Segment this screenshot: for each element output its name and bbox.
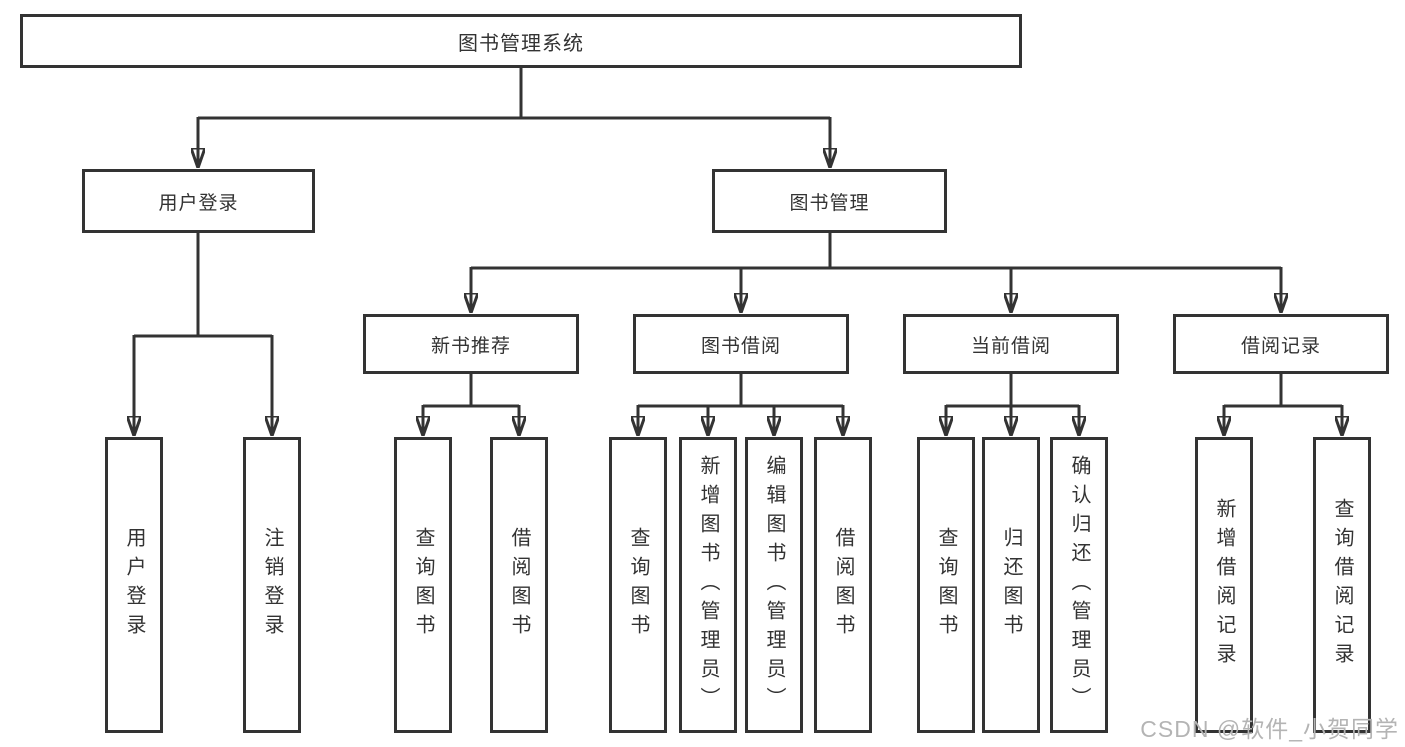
- node-leaf-current-return: 归还图书: [982, 437, 1040, 733]
- node-leaf-newbooks-query: 查询图书: [394, 437, 452, 733]
- node-user-login: 用户登录: [82, 169, 315, 233]
- node-leaf-user-login: 用户登录: [105, 437, 163, 733]
- node-leaf-current-confirm-admin: 确认归还（管理员）: [1050, 437, 1108, 733]
- node-book-borrow: 图书借阅: [633, 314, 849, 374]
- node-leaf-current-query: 查询图书: [917, 437, 975, 733]
- node-borrow-records: 借阅记录: [1173, 314, 1389, 374]
- node-leaf-borrow-borrow: 借阅图书: [814, 437, 872, 733]
- node-leaf-records-query: 查询借阅记录: [1313, 437, 1371, 733]
- node-leaf-borrow-query: 查询图书: [609, 437, 667, 733]
- node-system: 图书管理系统: [20, 14, 1022, 68]
- node-leaf-logout: 注销登录: [243, 437, 301, 733]
- node-leaf-records-add: 新增借阅记录: [1195, 437, 1253, 733]
- node-current-borrow: 当前借阅: [903, 314, 1119, 374]
- csdn-watermark: CSDN @软件_小贺同学: [1140, 716, 1399, 742]
- node-new-book-recommend: 新书推荐: [363, 314, 579, 374]
- node-leaf-newbooks-borrow: 借阅图书: [490, 437, 548, 733]
- node-book-management: 图书管理: [712, 169, 947, 233]
- node-leaf-borrow-edit-admin: 编辑图书（管理员）: [745, 437, 803, 733]
- node-leaf-borrow-add-admin: 新增图书（管理员）: [679, 437, 737, 733]
